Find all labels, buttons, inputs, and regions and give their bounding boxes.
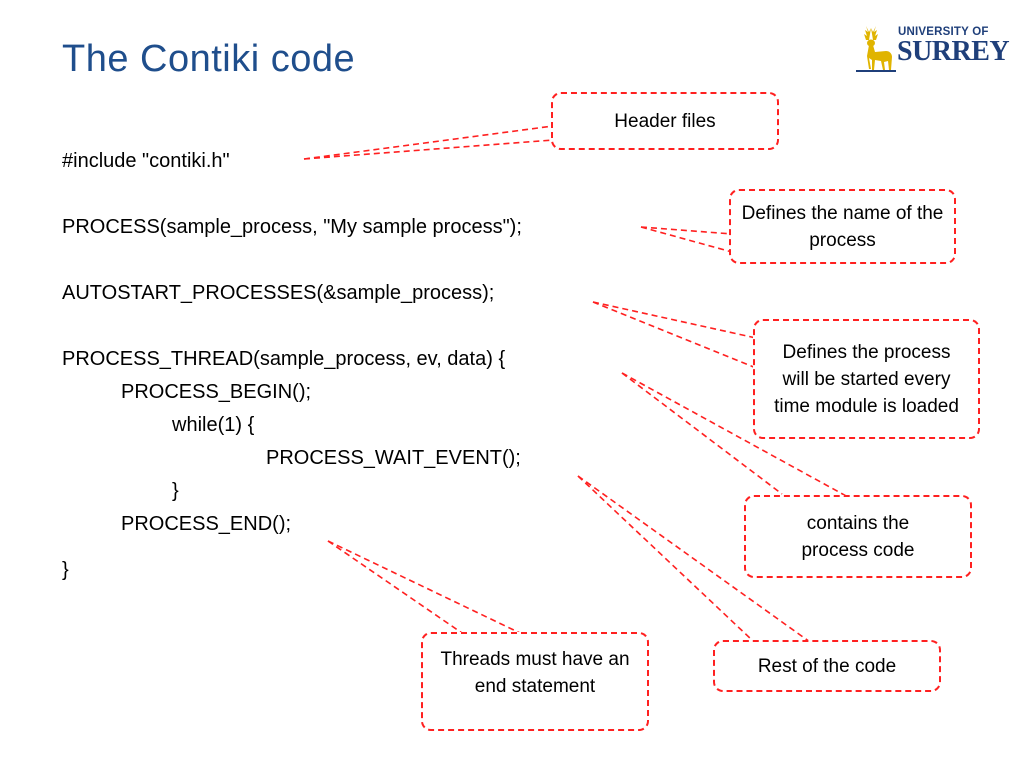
code-while: while(1) {: [172, 414, 255, 436]
logo-line-2: SURREY: [897, 36, 1010, 67]
callout-process-name: Defines the name of the process: [729, 189, 956, 264]
code-process-thread: PROCESS_THREAD(sample_process, ev, data)…: [62, 348, 506, 370]
code-thread-close: }: [62, 559, 69, 581]
callout-autostart: Defines the process will be started ever…: [753, 319, 980, 439]
stag-icon: [856, 26, 896, 72]
code-process-end: PROCESS_END();: [121, 513, 292, 535]
callout-rest-of-code: Rest of the code: [713, 640, 941, 692]
code-while-close: }: [172, 480, 179, 502]
callout-header-files: Header files: [551, 92, 779, 150]
university-logo: UNIVERSITY OF SURREY: [856, 22, 1010, 72]
code-include: #include "contiki.h": [62, 150, 230, 172]
code-wait-event: PROCESS_WAIT_EVENT();: [266, 447, 521, 469]
logo-line-1: UNIVERSITY OF: [898, 26, 989, 38]
slide-title: The Contiki code: [62, 38, 356, 80]
code-autostart: AUTOSTART_PROCESSES(&sample_process);: [62, 282, 495, 304]
callout-process-code: contains the process code: [744, 495, 972, 578]
callout-threads-end: Threads must have an end statement: [421, 632, 649, 731]
code-process: PROCESS(sample_process, "My sample proce…: [62, 216, 522, 238]
code-process-begin: PROCESS_BEGIN();: [121, 381, 312, 403]
